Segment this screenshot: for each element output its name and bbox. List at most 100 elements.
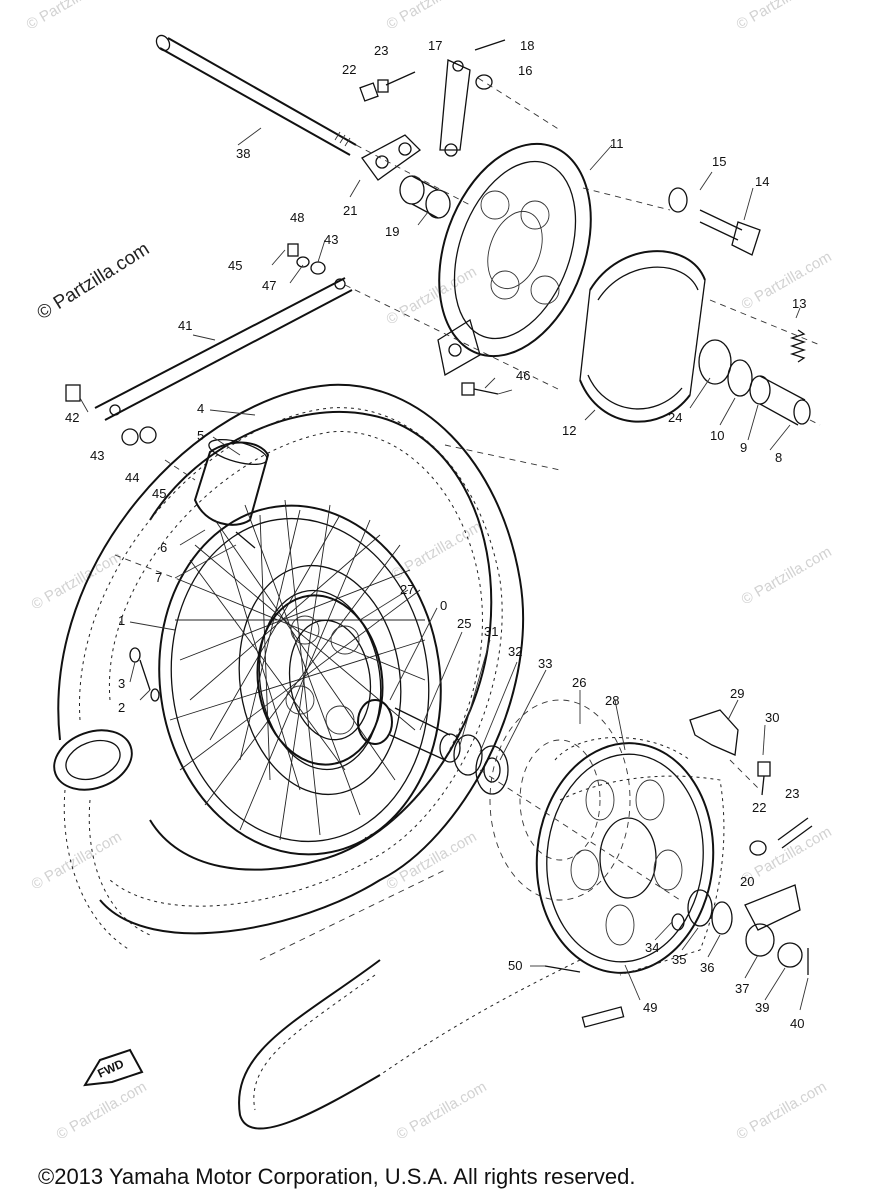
callout-43-lower: 43 (90, 448, 104, 463)
forward-arrow: FWD (83, 1048, 144, 1087)
tension-bar (65, 277, 353, 446)
callout-14: 14 (755, 174, 769, 189)
callout-47: 47 (262, 278, 276, 293)
callout-29: 29 (730, 686, 744, 701)
callout-15: 15 (712, 154, 726, 169)
watermark-text: © Partzilla.com (384, 0, 480, 33)
bolts-lower (749, 817, 813, 856)
bolts-top (359, 71, 416, 102)
callout-44: 44 (125, 470, 139, 485)
collar (399, 175, 451, 219)
chain-adjuster (361, 134, 422, 181)
callout-8: 8 (775, 450, 782, 465)
watermark-text: © Partzilla.com (384, 263, 480, 328)
callout-35: 35 (672, 952, 686, 967)
callout-3: 3 (118, 676, 125, 691)
wheel-rim (158, 504, 442, 856)
callout-27: 27 (400, 582, 414, 597)
callout-1: 1 (118, 613, 125, 628)
sprocket-hub (489, 699, 631, 901)
o-ring-and-spacer (357, 699, 461, 763)
watermark-text: © Partzilla.com (739, 248, 835, 313)
callout-28: 28 (605, 693, 619, 708)
wheel-hub (256, 594, 384, 766)
callout-48: 48 (290, 210, 304, 225)
watermark-text: © Partzilla.com (54, 1078, 150, 1143)
callout-30: 30 (765, 710, 779, 725)
rear-tire (53, 383, 525, 951)
callout-43-upper: 43 (324, 232, 338, 247)
callout-18: 18 (520, 38, 534, 53)
callout-12: 12 (562, 423, 576, 438)
watermark-text: © Partzilla.com (24, 0, 120, 33)
hub-spacers (698, 339, 811, 426)
callout-25: 25 (457, 616, 471, 631)
callout-22-top: 22 (342, 62, 356, 77)
watermark-text: © Partzilla.com (394, 1078, 490, 1143)
watermark-text: © Partzilla.com (734, 0, 830, 33)
copyright-notice: ©2013 Yamaha Motor Corporation, U.S.A. A… (38, 1164, 636, 1189)
brake-shoes (579, 250, 706, 423)
rear-sprocket (535, 737, 715, 974)
assembly-guide-lines (114, 77, 821, 961)
callout-46: 46 (516, 368, 530, 383)
bolt-46 (461, 382, 499, 396)
return-spring (789, 329, 807, 363)
watermark-text: © Partzilla.com (29, 828, 125, 893)
watermark-text: © Partzilla.com (734, 1078, 830, 1143)
watermark-side: © Partzilla.com (34, 239, 154, 325)
callout-22-lower: 22 (752, 800, 766, 815)
callout-24: 24 (668, 410, 682, 425)
brake-camshaft (668, 187, 761, 256)
drive-chain (238, 775, 725, 1130)
callout-41: 41 (178, 318, 192, 333)
callout-19: 19 (385, 224, 399, 239)
callout-31: 31 (484, 624, 498, 639)
watermark-text: © Partzilla.com (389, 518, 485, 583)
callout-21: 21 (343, 203, 357, 218)
callout-33: 33 (538, 656, 552, 671)
callout-2: 2 (118, 700, 125, 715)
callout-10: 10 (710, 428, 724, 443)
callout-23-lower: 23 (785, 786, 799, 801)
callout-32: 32 (508, 644, 522, 659)
callout-23-top: 23 (374, 43, 388, 58)
callout-38: 38 (236, 146, 250, 161)
callout-50: 50 (508, 958, 522, 973)
callout-0: 0 (440, 598, 447, 613)
callout-45-upper: 45 (228, 258, 242, 273)
callout-5: 5 (197, 428, 204, 443)
callout-34: 34 (645, 940, 659, 955)
watermark-text: © Partzilla.com (384, 828, 480, 893)
watermark-text: © Partzilla.com (29, 548, 125, 613)
callout-13: 13 (792, 296, 806, 311)
watermark-text: © Partzilla.com (739, 543, 835, 608)
callout-17: 17 (428, 38, 442, 53)
callout-16: 16 (518, 63, 532, 78)
callout-7: 7 (155, 570, 162, 585)
bearing-and-seal (453, 734, 509, 795)
callout-37: 37 (735, 981, 749, 996)
callout-6: 6 (160, 540, 167, 555)
callout-39: 39 (755, 1000, 769, 1015)
callout-26: 26 (572, 675, 586, 690)
brake-shoe-plate (437, 142, 592, 377)
torque-link (439, 39, 506, 157)
leader-lines (79, 127, 809, 1011)
lock-washer (689, 709, 771, 796)
callout-36: 36 (700, 960, 714, 975)
callout-4: 4 (197, 401, 204, 416)
callout-9: 9 (740, 440, 747, 455)
rear-axle (155, 34, 357, 156)
callout-45-lower: 45 (152, 486, 166, 501)
callout-11: 11 (610, 136, 624, 151)
callout-42: 42 (65, 410, 79, 425)
axle-parts-right (671, 884, 809, 975)
callout-40: 40 (790, 1016, 804, 1031)
wheel-spokes (169, 499, 426, 841)
callout-49: 49 (643, 1000, 657, 1015)
callout-20: 20 (740, 874, 754, 889)
small-parts-left (129, 531, 256, 702)
small-parts-upper (287, 243, 326, 275)
